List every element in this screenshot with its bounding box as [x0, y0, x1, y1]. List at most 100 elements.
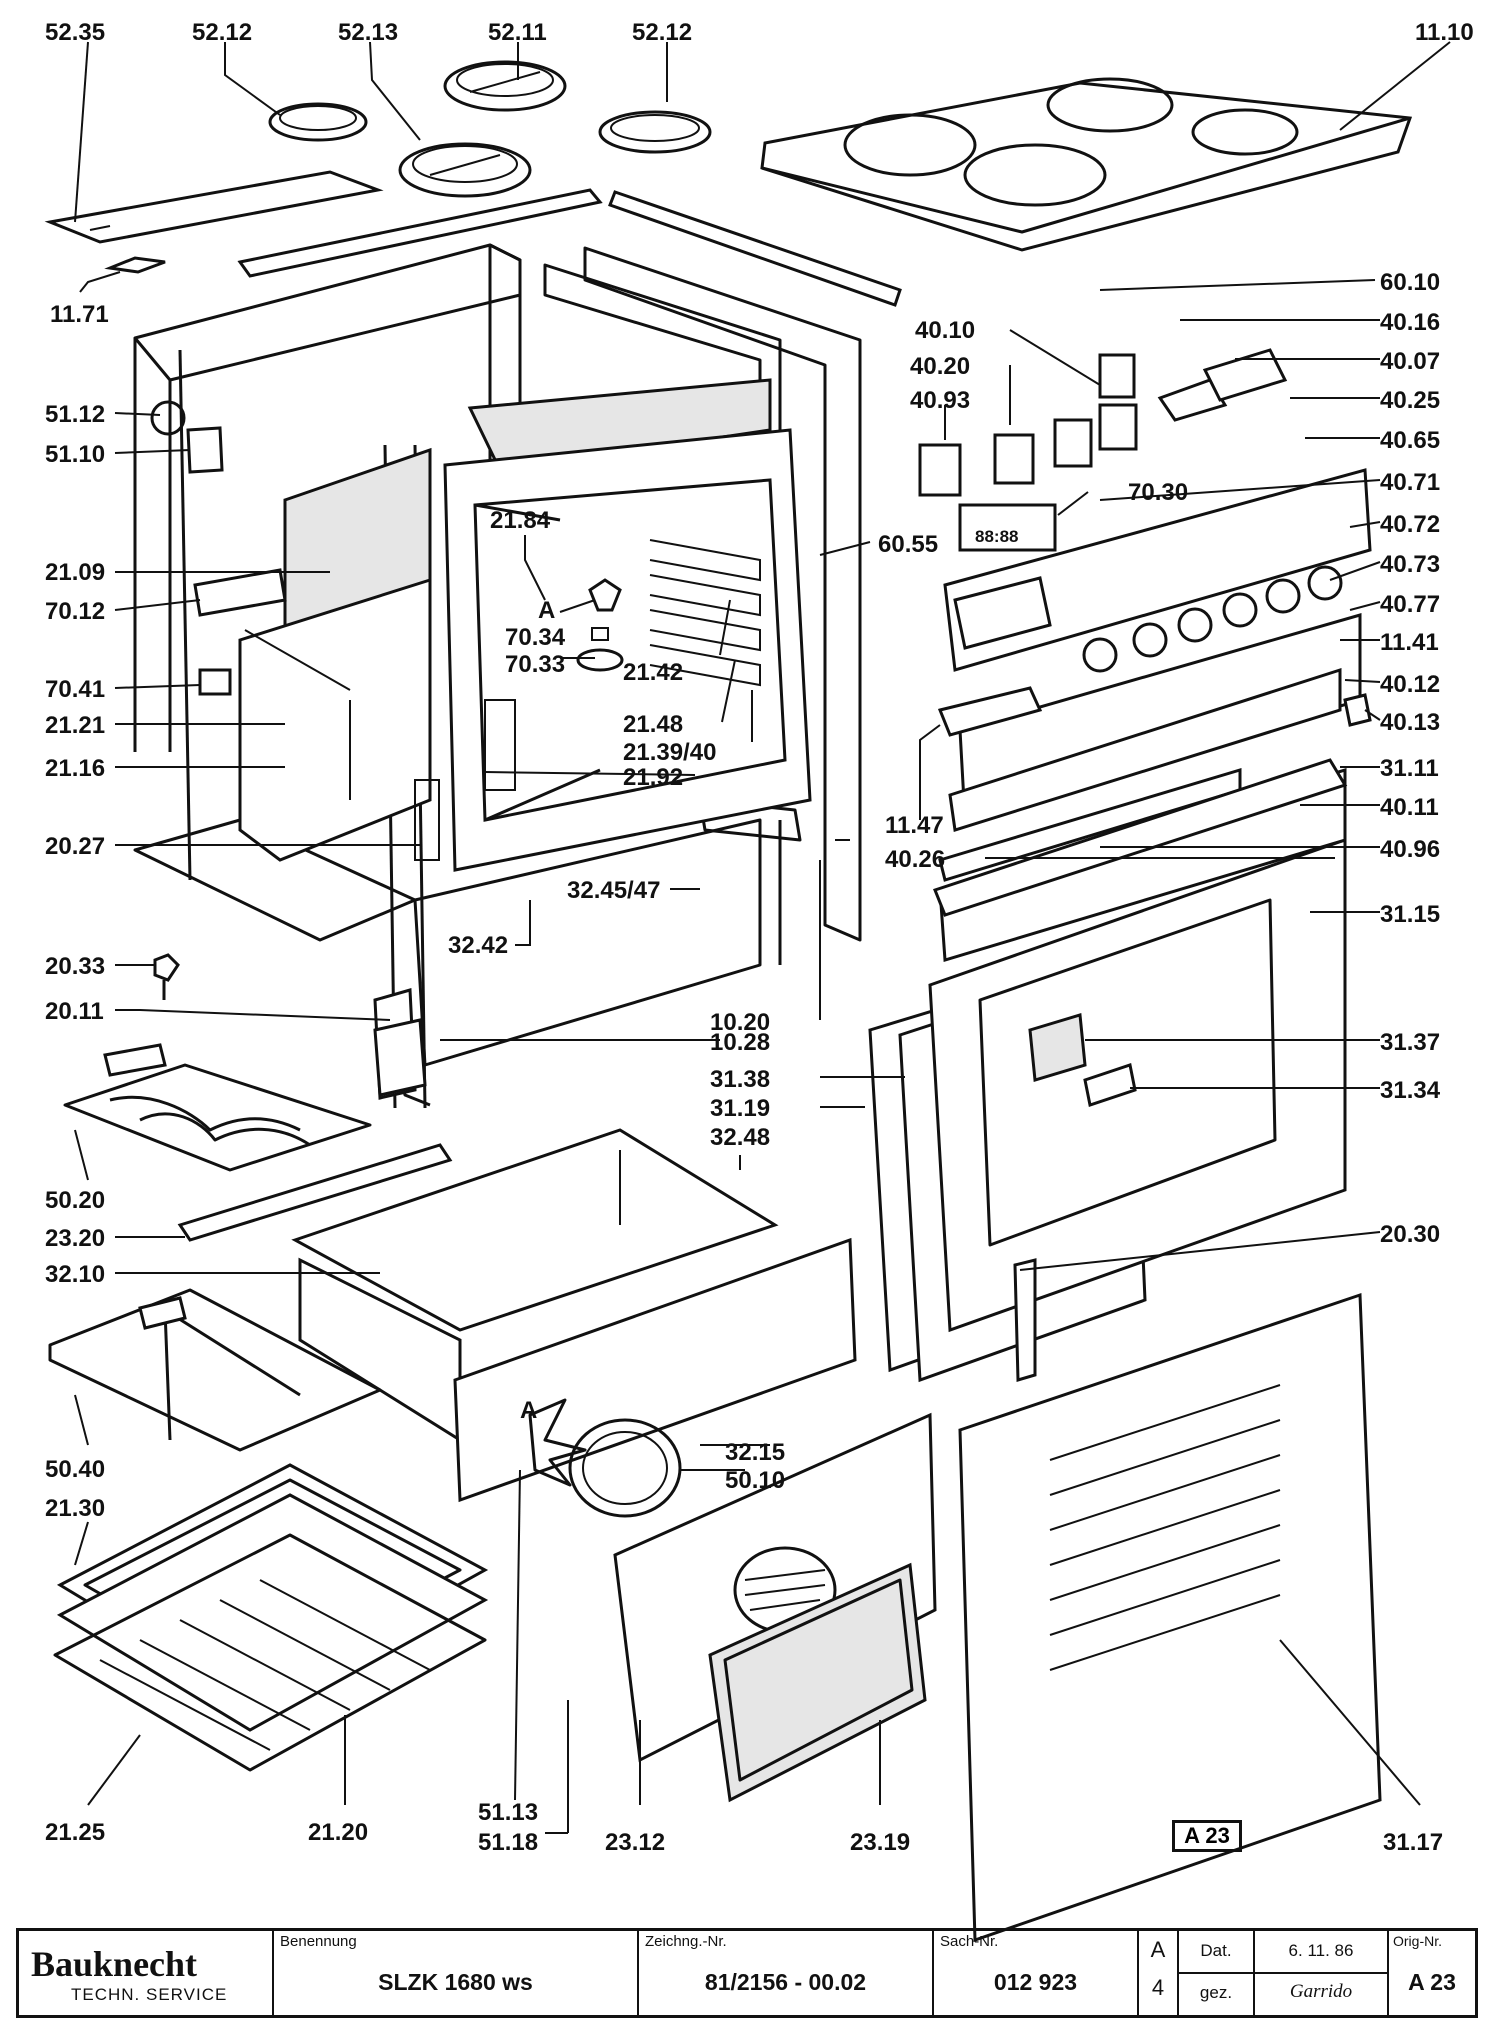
revision-cell: A 4 [1139, 1931, 1179, 2015]
label-40-13: 40.13 [1380, 709, 1440, 736]
circular-heater-drawing [568, 1418, 682, 1518]
label-20-33: 20.33 [45, 953, 105, 980]
brand-logo: Bauknecht [31, 1944, 198, 1984]
drawer-drawing [291, 1128, 857, 1503]
label-31-34: 31.34 [1380, 1077, 1441, 1104]
label-40-72: 40.72 [1380, 511, 1440, 538]
label-70-12: 70.12 [45, 598, 105, 625]
benennung-value: SLZK 1680 ws [378, 1969, 533, 1995]
back-panel-drawing [613, 1412, 937, 1803]
label-20-30: 20.30 [1380, 1221, 1440, 1248]
label-50-10: 50.10 [725, 1467, 785, 1494]
sach-cell: Sach-Nr. 012 923 [934, 1931, 1139, 2015]
label-70-34: 70.34 [505, 624, 566, 651]
label-51-13: 51.13 [478, 1799, 538, 1826]
label-40-65: 40.65 [1380, 427, 1440, 454]
leader-lines [74, 41, 1451, 1834]
revision-bottom: 4 [1151, 1975, 1165, 2000]
label-21-48: 21.48 [623, 711, 683, 738]
label-51-18: 51.18 [478, 1829, 538, 1856]
left-small-parts-drawing [150, 400, 427, 1097]
grill-heater-drawing [63, 1043, 372, 1172]
label-31-37: 31.37 [1380, 1029, 1440, 1056]
zeichng-cell: Zeichng.-Nr. 81/2156 - 00.02 [639, 1931, 934, 2015]
control-panel-drawing [918, 348, 1372, 917]
oven-door-drawing [868, 767, 1347, 1383]
label-70-30: 70.30 [1128, 479, 1188, 506]
orig-caption: Orig-Nr. [1393, 1933, 1442, 1949]
label-52-12-left: 52.12 [192, 19, 252, 46]
title-block: Bauknecht TECHN. SERVICE Benennung SLZK … [16, 1928, 1478, 2018]
label-50-20: 50.20 [45, 1187, 105, 1214]
trays-drawing [53, 1463, 489, 1772]
label-40-11: 40.11 [1380, 794, 1439, 821]
label-23-19: 23.19 [850, 1829, 910, 1856]
label-marker-a-top: A [538, 597, 555, 624]
label-52-11: 52.11 [488, 19, 547, 46]
label-21-25: 21.25 [45, 1819, 105, 1846]
oven-muffle-drawing [238, 378, 812, 872]
label-10-28: 10.28 [710, 1029, 770, 1056]
label-40-12: 40.12 [1380, 671, 1440, 698]
label-21-39-40: 21.39/40 [623, 739, 716, 766]
label-21-84: 21.84 [490, 507, 551, 534]
dat-caption: Dat. [1200, 1941, 1232, 1960]
label-31-38: 31.38 [710, 1066, 770, 1093]
label-21-21: 21.21 [45, 712, 105, 739]
label-70-33: 70.33 [505, 651, 565, 678]
side-panel-drawing [958, 1292, 1382, 1943]
label-21-92: 21.92 [623, 764, 683, 791]
ceramic-hob-drawing [760, 77, 1413, 252]
label-32-10: 32.10 [45, 1261, 105, 1288]
label-40-73: 40.73 [1380, 551, 1440, 578]
label-70-41: 70.41 [45, 676, 105, 703]
label-40-16: 40.16 [1380, 309, 1440, 336]
label-23-20: 23.20 [45, 1225, 105, 1252]
label-40-25: 40.25 [1380, 387, 1440, 414]
label-31-17: 31.17 [1383, 1829, 1443, 1856]
dat-value: 6. 11. 86 [1288, 1941, 1354, 1960]
label-23-12: 23.12 [605, 1829, 665, 1856]
benennung-cell: Benennung SLZK 1680 ws [274, 1931, 639, 2015]
label-32-15: 32.15 [725, 1439, 785, 1466]
label-11-10: 11.10 [1415, 19, 1474, 46]
gez-caption: gez. [1199, 1983, 1233, 2002]
orig-cell: Orig-Nr. A 23 [1389, 1931, 1475, 2015]
label-60-55: 60.55 [878, 531, 938, 558]
label-32-48: 32.48 [710, 1124, 770, 1151]
orig-value: A 23 [1408, 1969, 1456, 1995]
brand-cell: Bauknecht TECHN. SERVICE [19, 1931, 274, 2015]
label-31-15: 31.15 [1380, 901, 1440, 928]
label-40-20: 40.20 [910, 353, 970, 380]
label-11-71: 11.71 [50, 301, 109, 328]
label-marker-a-bottom: A [520, 1397, 537, 1424]
label-51-12: 51.12 [45, 401, 105, 428]
sheet-reference-box: A 23 [1172, 1820, 1242, 1852]
label-21-30: 21.30 [45, 1495, 105, 1522]
benennung-caption: Benennung [280, 1933, 357, 1950]
label-51-10: 51.10 [45, 441, 105, 468]
zeichng-caption: Zeichng.-Nr. [645, 1933, 727, 1950]
timer-display-text: 88:88 [975, 527, 1018, 546]
date-cell: Dat. 6. 11. 86 gez. Garrido [1179, 1931, 1389, 2015]
label-40-93: 40.93 [910, 387, 970, 414]
label-20-27: 20.27 [45, 833, 105, 860]
label-52-35: 52.35 [45, 19, 105, 46]
label-40-07: 40.07 [1380, 348, 1440, 375]
label-31-11: 31.11 [1380, 755, 1439, 782]
label-50-40: 50.40 [45, 1456, 105, 1483]
label-21-20: 21.20 [308, 1819, 368, 1846]
hotplate-rings-drawing [268, 60, 712, 198]
label-11-47: 11.47 [885, 812, 944, 839]
heater-bracket-drawing [177, 1143, 453, 1242]
sach-value: 012 923 [993, 1969, 1078, 1995]
label-21-16: 21.16 [45, 755, 105, 782]
label-52-12-right: 52.12 [632, 19, 692, 46]
label-32-42: 32.42 [448, 932, 508, 959]
label-60-10: 60.10 [1380, 269, 1440, 296]
zeichng-value: 81/2156 - 00.02 [704, 1969, 867, 1995]
label-40-26: 40.26 [885, 846, 945, 873]
label-10-20: 10.20 [710, 1009, 770, 1036]
label-31-19: 31.19 [710, 1095, 770, 1122]
